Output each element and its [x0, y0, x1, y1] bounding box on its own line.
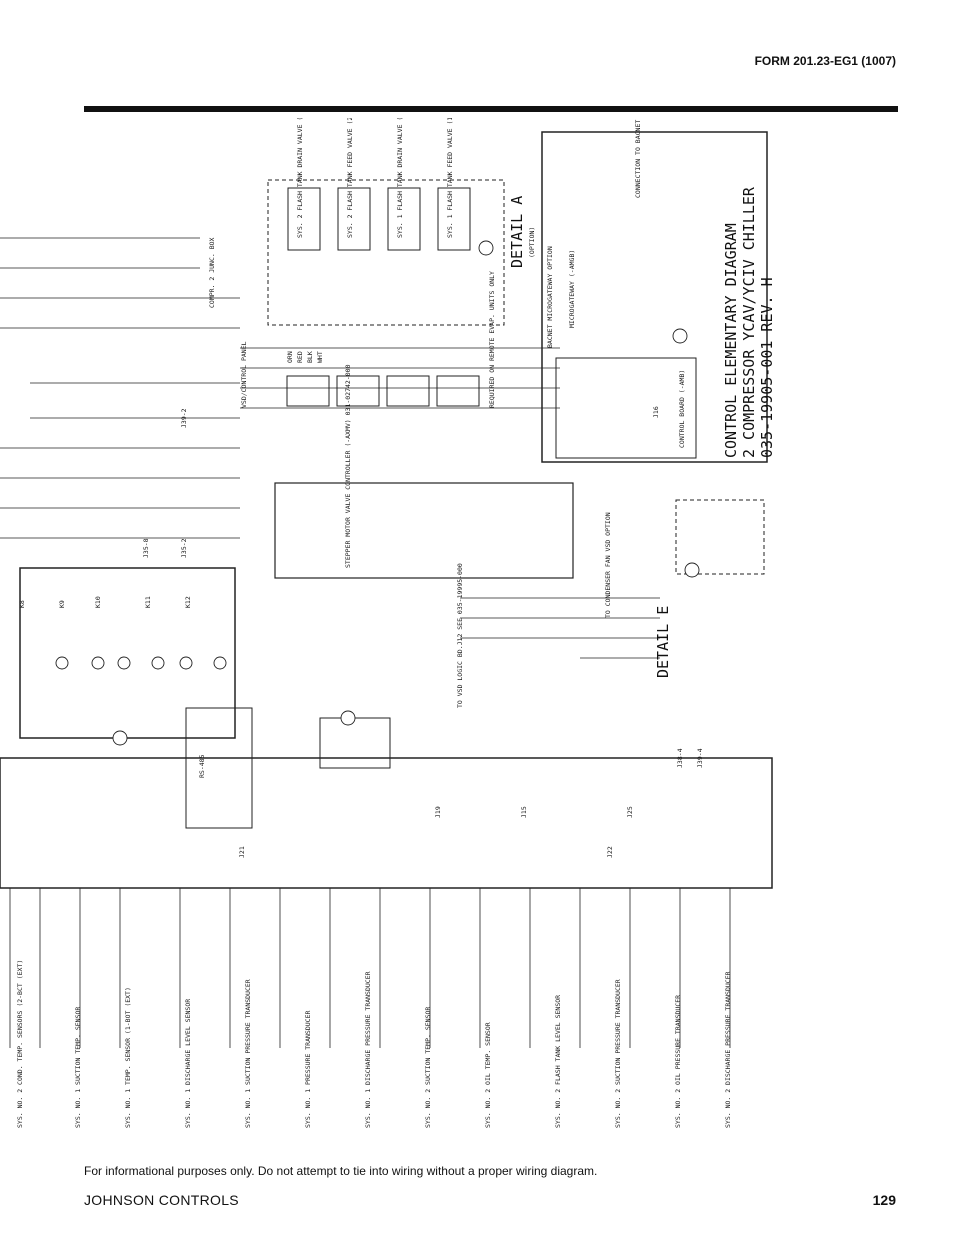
relay-k12: K12 — [184, 596, 192, 608]
diagram-title-line-2: 2 COMPRESSOR YCAV/YCIV CHILLER — [740, 186, 758, 458]
terminal-j35-8: J35-8 — [142, 538, 150, 558]
stepper-controller-label: STEPPER MOTOR VALVE CONTROLLER (-AXMV) 0… — [344, 364, 352, 568]
wire-color-orn: ORN — [286, 351, 294, 363]
required-note: REQUIRED ON REMOTE EVAP. UNITS ONLY — [488, 271, 496, 408]
sensor-label-6: SYS. NO. 1 PRESSURE TRANSDUCER — [304, 1011, 312, 1128]
option-label: (OPTION) — [528, 227, 536, 258]
terminal-j39-4: J39-4 — [696, 748, 704, 768]
terminal-j16: J16 — [652, 406, 660, 418]
terminal-j21: J21 — [238, 846, 246, 858]
connection-note: CONNECTION TO BACNET NETWORK SEE MICROGA… — [634, 118, 642, 198]
top-rule — [84, 106, 898, 112]
diagram-title-line-1: CONTROL ELEMENTARY DIAGRAM — [722, 223, 740, 458]
relay-k11: K11 — [144, 596, 152, 608]
terminal-j39-2: J39-2 — [180, 408, 188, 428]
relay-k9: K9 — [58, 600, 66, 608]
terminal-j35-2: J35-2 — [180, 538, 188, 558]
sensor-label-5: SYS. NO. 1 SUCTION PRESSURE TRANSDUCER — [244, 979, 252, 1128]
wire-color-wht: WHT — [316, 351, 324, 363]
relay-k8: K8 — [18, 600, 26, 608]
sensor-label-10: SYS. NO. 2 FLASH TANK LEVEL SENSOR — [554, 995, 562, 1128]
vsd-logic-label: TO VSD LOGIC BD.J12 SEE 035-19995-000 — [456, 563, 464, 708]
bacnet-option-label: BACNET MICROGATEWAY OPTION — [546, 246, 554, 348]
sensor-label-7: SYS. NO. 1 DISCHARGE PRESSURE TRANSDUCER — [364, 971, 372, 1128]
page-number: 129 — [872, 1192, 896, 1208]
sensor-label-2: SYS. NO. 1 SUCTION TEMP. SENSOR — [74, 1007, 82, 1128]
terminal-j19: J19 — [434, 806, 442, 818]
sensor-label-9: SYS. NO. 2 OIL TEMP. SENSOR — [484, 1022, 492, 1128]
sensor-label-1: SYS. NO. 2 COND. TEMP. SENSORS (2-BCT (E… — [16, 960, 24, 1128]
relay-k10: K10 — [94, 596, 102, 608]
diagram-title-line-3: 035-19905-001 REV. H — [758, 277, 776, 458]
sensor-label-12: SYS. NO. 2 OIL PRESSURE TRANSDUCER — [674, 995, 682, 1128]
terminal-j22: J22 — [606, 846, 614, 858]
flash-tank-label-3: SYS. 1 FLASH TANK DRAIN VALVE (1-YFTF (E… — [396, 118, 404, 238]
flash-tank-label-2: SYS. 2 FLASH TANK FEED VALVE (2-YFTF (EX… — [346, 118, 354, 238]
flash-tank-label-4: SYS. 1 FLASH TANK FEED VALVE (1-YFTF (EX… — [446, 118, 454, 238]
condenser-option-label: TO CONDENSER FAN VSD OPTION — [604, 512, 612, 618]
sensor-label-3: SYS. NO. 1 TEMP. SENSOR (1-BOT (EXT) — [124, 987, 132, 1128]
vsd-panel-label: VSD/CONTROL PANEL — [240, 341, 248, 408]
terminal-j25: J25 — [626, 806, 634, 818]
wire-color-red: RED — [296, 351, 304, 363]
detail-a-label: DETAIL A — [508, 196, 526, 268]
detail-e-label: DETAIL E — [654, 606, 672, 678]
wire-color-blk: BLK — [306, 351, 314, 363]
sensor-label-13: SYS. NO. 2 DISCHARGE PRESSURE TRANSDUCER — [724, 971, 732, 1128]
rs485-label: RS-485 — [198, 754, 206, 778]
compr-box-label: COMPR. 2 JUNC. BOX — [208, 237, 216, 308]
footer-company: JOHNSON CONTROLS — [84, 1192, 239, 1208]
sensor-label-8: SYS. NO. 2 SUCTION TEMP. SENSOR — [424, 1007, 432, 1128]
microgateway-label: MICROGATEWAY (-AMGB) — [568, 250, 576, 328]
wiring-diagram: CONTROL ELEMENTARY DIAGRAM 2 COMPRESSOR … — [0, 118, 776, 1128]
caption: For informational purposes only. Do not … — [84, 1164, 598, 1178]
terminal-j15: J15 — [520, 806, 528, 818]
sensor-label-4: SYS. NO. 1 DISCHARGE LEVEL SENSOR — [184, 999, 192, 1128]
sensor-label-11: SYS. NO. 2 SUCTION PRESSURE TRANSDUCER — [614, 979, 622, 1128]
terminal-j38-4: J38-4 — [676, 748, 684, 768]
form-number: FORM 201.23-EG1 (1007) — [754, 54, 896, 68]
flash-tank-label-1: SYS. 2 FLASH TANK DRAIN VALVE (2-YFTF (E… — [296, 118, 304, 238]
control-board-label: CONTROL BOARD (-AMB) — [678, 370, 686, 448]
